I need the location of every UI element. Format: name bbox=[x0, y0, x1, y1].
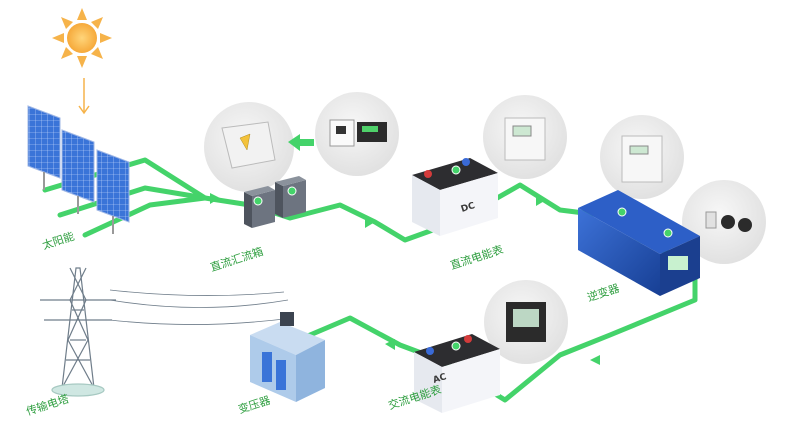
ac-mark: AC bbox=[432, 372, 448, 386]
power-lines bbox=[42, 157, 698, 403]
transmission-tower bbox=[40, 267, 116, 397]
combiner-box-bubble bbox=[204, 102, 294, 192]
solar-panel-3 bbox=[96, 149, 130, 234]
ac-meter-bubble bbox=[484, 280, 568, 364]
dc-meter-bubble bbox=[483, 95, 567, 179]
data-arrow bbox=[288, 134, 314, 151]
dc-mark: DC bbox=[460, 201, 477, 215]
ac-meter-device bbox=[414, 334, 500, 413]
inverter-module-bubble-1 bbox=[600, 115, 684, 199]
solar-panel-array bbox=[27, 105, 130, 234]
sun-icon bbox=[52, 8, 112, 68]
inverter-module-bubble-2 bbox=[682, 180, 766, 264]
dc-meter-device bbox=[412, 158, 498, 236]
inverter-device bbox=[578, 190, 700, 296]
combiner-box-device bbox=[244, 176, 306, 228]
solar-panel-2 bbox=[61, 129, 95, 214]
transformer-device bbox=[250, 312, 325, 402]
solar-panel-1 bbox=[27, 105, 61, 190]
flow-arrows bbox=[210, 193, 600, 365]
power-cables bbox=[109, 289, 293, 325]
monitor-module-bubble bbox=[315, 92, 399, 176]
sunlight-arrow bbox=[78, 78, 90, 115]
